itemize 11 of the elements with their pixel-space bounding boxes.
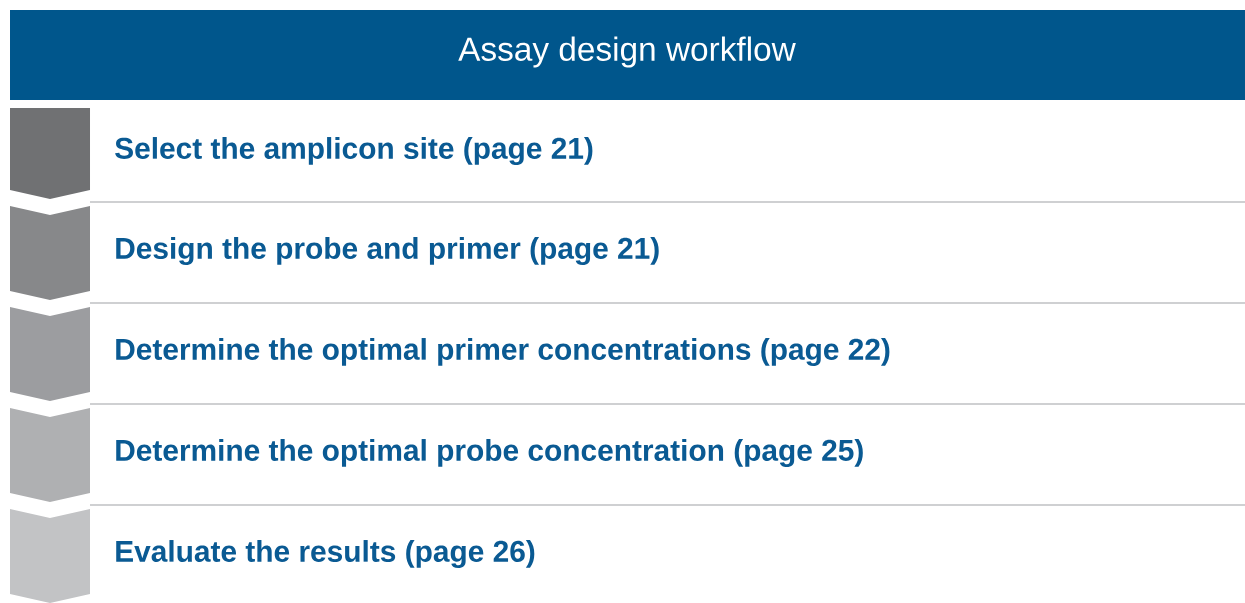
node-label: Design the probe and primer (page 21) xyxy=(116,237,659,265)
workflow-step: Determine the optimal probe concentration (page 25) xyxy=(10,408,863,502)
node-label: Determine the optimal primer concentrations (page 22) xyxy=(116,338,890,366)
title-banner: Assay design workflow xyxy=(10,10,1245,100)
node-label: Select the amplicon site (page 21) xyxy=(115,137,593,165)
node-label: Determine the optimal probe concentration (page 25) xyxy=(116,439,863,467)
workflow-step: Determine the optimal primer concentrations (page 22) xyxy=(10,307,890,401)
workflow-step: Select the amplicon site (page 21) xyxy=(10,108,593,199)
workflow-step: Evaluate the results (page 26) xyxy=(10,509,535,603)
workflow-step: Design the probe and primer (page 21) xyxy=(10,206,659,300)
node-label: Evaluate the results (page 26) xyxy=(116,540,535,568)
